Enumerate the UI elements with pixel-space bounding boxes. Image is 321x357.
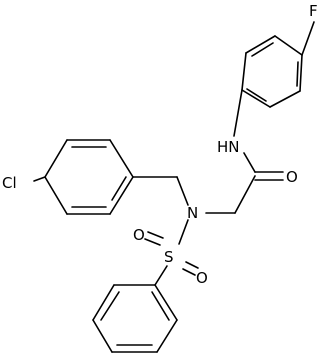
bond — [156, 319, 178, 353]
bond-s-o-double — [182, 268, 196, 276]
bond — [299, 54, 303, 92]
bond-n-ch2 — [176, 176, 189, 206]
bond — [245, 35, 276, 54]
bond — [111, 176, 127, 201]
bond — [274, 35, 303, 56]
bond-s-ring — [154, 265, 168, 286]
bond — [44, 139, 68, 178]
sulfur-atom-label: S — [164, 248, 174, 266]
chlorine-atom-label: Cl — [2, 174, 17, 192]
bond-carbonyl-ch2 — [234, 175, 256, 214]
bond — [109, 176, 134, 215]
bond — [109, 139, 134, 178]
bond-s-o-double — [147, 231, 164, 239]
bond — [241, 89, 271, 108]
chlorophenyl-ring — [44, 139, 134, 215]
bond — [296, 61, 299, 87]
fluorine-atom-label: F — [309, 2, 318, 20]
bond-ring-nh — [233, 89, 243, 137]
bond — [251, 42, 274, 57]
nitrogen-atom-label: N — [187, 204, 198, 222]
carbonyl-oxygen-atom-label: O — [286, 168, 298, 186]
bond-c-f — [301, 21, 315, 56]
bond-s-o-double — [185, 261, 199, 269]
bond — [241, 52, 247, 91]
bond — [151, 291, 170, 321]
bond-s-o-double — [144, 238, 161, 246]
phenyl-ring — [92, 284, 178, 353]
bond-n-s — [178, 219, 189, 245]
bond — [154, 284, 178, 321]
bond — [246, 88, 267, 102]
bond — [44, 176, 68, 215]
sulfonyl-oxygen-upper-atom-label: O — [133, 226, 145, 244]
bond — [92, 284, 115, 321]
fluorophenyl-ring — [241, 35, 303, 108]
bond-nh-carbonyl — [243, 152, 256, 173]
bond — [92, 319, 113, 353]
bond-c-cl — [33, 176, 46, 182]
bond — [100, 291, 120, 321]
amide-nh-atom-label: HN — [217, 138, 240, 156]
sulfonyl-oxygen-lower-atom-label: O — [196, 269, 208, 287]
bond — [269, 90, 301, 108]
